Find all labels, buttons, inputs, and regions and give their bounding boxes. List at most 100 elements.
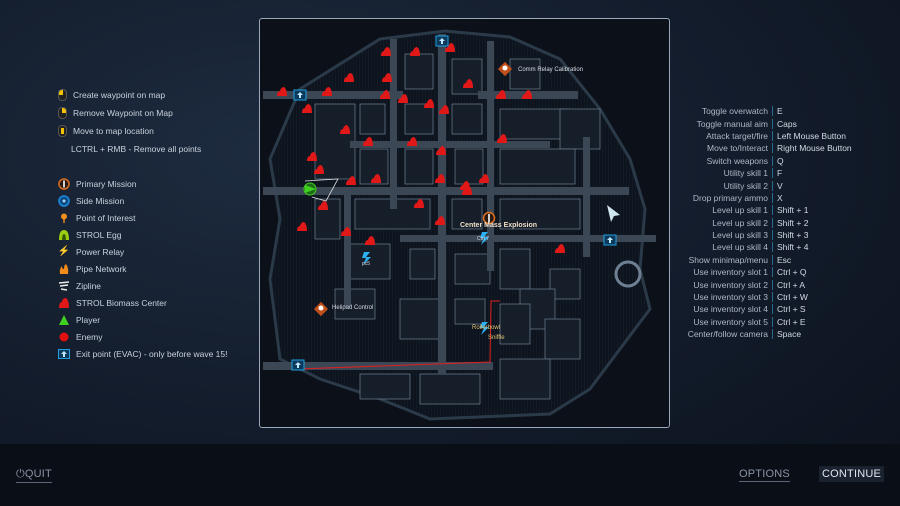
keybinding-key: Esc (777, 254, 792, 265)
label: Player (76, 314, 101, 325)
keybinding-key: F (777, 168, 783, 179)
building (314, 198, 341, 240)
biomass-markers (277, 43, 565, 253)
strol-biomass-center-icon (318, 201, 328, 210)
strol-biomass-center-icon (58, 297, 70, 309)
keybinding-action: Level up skill 2 (660, 217, 773, 228)
keybinding-action: Use inventory slot 2 (660, 279, 773, 290)
strol-biomass-center-icon (407, 137, 417, 146)
road (344, 187, 351, 307)
mouse-control-item: LCTRL + RMB - Remove all points (58, 140, 201, 158)
legend-item: STROL Egg (58, 226, 228, 243)
label: Move to map location (73, 126, 154, 136)
strol-biomass-center-icon (445, 43, 455, 52)
keybinding-key: Ctrl + Q (777, 267, 807, 278)
building (454, 253, 491, 285)
pc5-label: pc5 (362, 261, 371, 267)
keybinding-key: Ctrl + A (777, 279, 806, 290)
building (404, 53, 434, 90)
mouse-control-item: Create waypoint on map (58, 86, 201, 104)
strol-biomass-center-icon (435, 216, 445, 225)
keybinding-action: Toggle manual aim (660, 118, 773, 129)
strol-biomass-center-icon (341, 227, 351, 236)
bottom-bar (0, 444, 900, 506)
pipe-network-icon (58, 263, 70, 275)
waypoint-path (297, 300, 500, 370)
building (399, 298, 441, 340)
keybinding-action: Utility skill 2 (660, 180, 773, 191)
side-mission-icon (58, 194, 70, 207)
building (499, 198, 581, 230)
sniffle-label: Sniffle (488, 335, 505, 341)
strol-biomass-center-icon (496, 90, 506, 99)
player-view-cone (304, 178, 339, 202)
quit-button[interactable]: ⏻QUIT (16, 468, 52, 483)
strol-biomass-center-icon (398, 94, 408, 103)
legend-item: Primary Mission (58, 175, 228, 192)
building (334, 288, 376, 320)
exit-arrow (297, 92, 303, 98)
map-legend: Primary Mission Side Mission Point of In… (58, 175, 228, 362)
building (404, 103, 434, 135)
map-canvas[interactable] (260, 19, 669, 427)
label: LCTRL + RMB - Remove all points (71, 144, 202, 154)
legend-item: Pipe Network (58, 260, 228, 277)
strol-biomass-center-icon (344, 73, 354, 82)
label: Point of Interest (76, 212, 136, 223)
exit-arrow (607, 237, 613, 243)
strol-biomass-center-icon (463, 79, 473, 88)
strol-biomass-center-icon (297, 222, 307, 231)
keybinding-key: Ctrl + E (777, 316, 806, 327)
exit-point-icon (58, 348, 70, 360)
right-mouse-icon (58, 107, 67, 119)
strol-biomass-center-icon (522, 90, 532, 99)
helipad-poi-icon[interactable] (313, 301, 329, 317)
cursor-arrow-icon (607, 205, 620, 222)
comm-relay-label: Comm Relay Calibration (518, 67, 584, 73)
legend-item: Enemy (58, 328, 228, 345)
mouse-controls: Create waypoint on map Remove Waypoint o… (58, 86, 201, 158)
building (454, 298, 486, 325)
comm-relay-poi-icon[interactable] (497, 61, 513, 77)
building (359, 103, 386, 135)
building (509, 58, 541, 90)
power-icon: ⏻ (16, 468, 25, 480)
tactical-map[interactable]: Comm Relay Calibration Center Mass Explo… (259, 18, 670, 428)
keybinding-action: Toggle overwatch (660, 106, 773, 117)
strol-biomass-center-icon (382, 73, 392, 82)
mouse-control-item: Move to map location (58, 122, 201, 140)
label: Side Mission (76, 195, 125, 206)
label: Zipline (76, 280, 102, 291)
point-of-interest-icon (58, 212, 70, 224)
legend-item: STROL Biomass Center (58, 294, 228, 311)
label: Exit point (EVAC) - only before wave 15! (76, 348, 228, 359)
building (499, 303, 531, 345)
exit-arrow (295, 362, 301, 368)
road (583, 137, 590, 257)
building (404, 148, 434, 185)
continue-button[interactable]: CONTINUE (819, 466, 885, 482)
left-mouse-icon (58, 89, 67, 101)
keybinding-key: Right Mouse Button (777, 143, 852, 154)
options-button[interactable]: OPTIONS (739, 468, 790, 482)
roundabout (614, 260, 642, 288)
exit-arrow (439, 38, 445, 44)
building (451, 198, 483, 230)
keybinding-key: Left Mouse Button (777, 130, 846, 141)
strol-biomass-center-icon (381, 47, 391, 56)
primary-mission-icon[interactable] (482, 211, 496, 225)
building (544, 318, 581, 360)
keybinding-key: Shift + 1 (777, 205, 809, 216)
building (454, 148, 484, 185)
player-icon[interactable] (303, 182, 317, 196)
building (451, 58, 483, 95)
